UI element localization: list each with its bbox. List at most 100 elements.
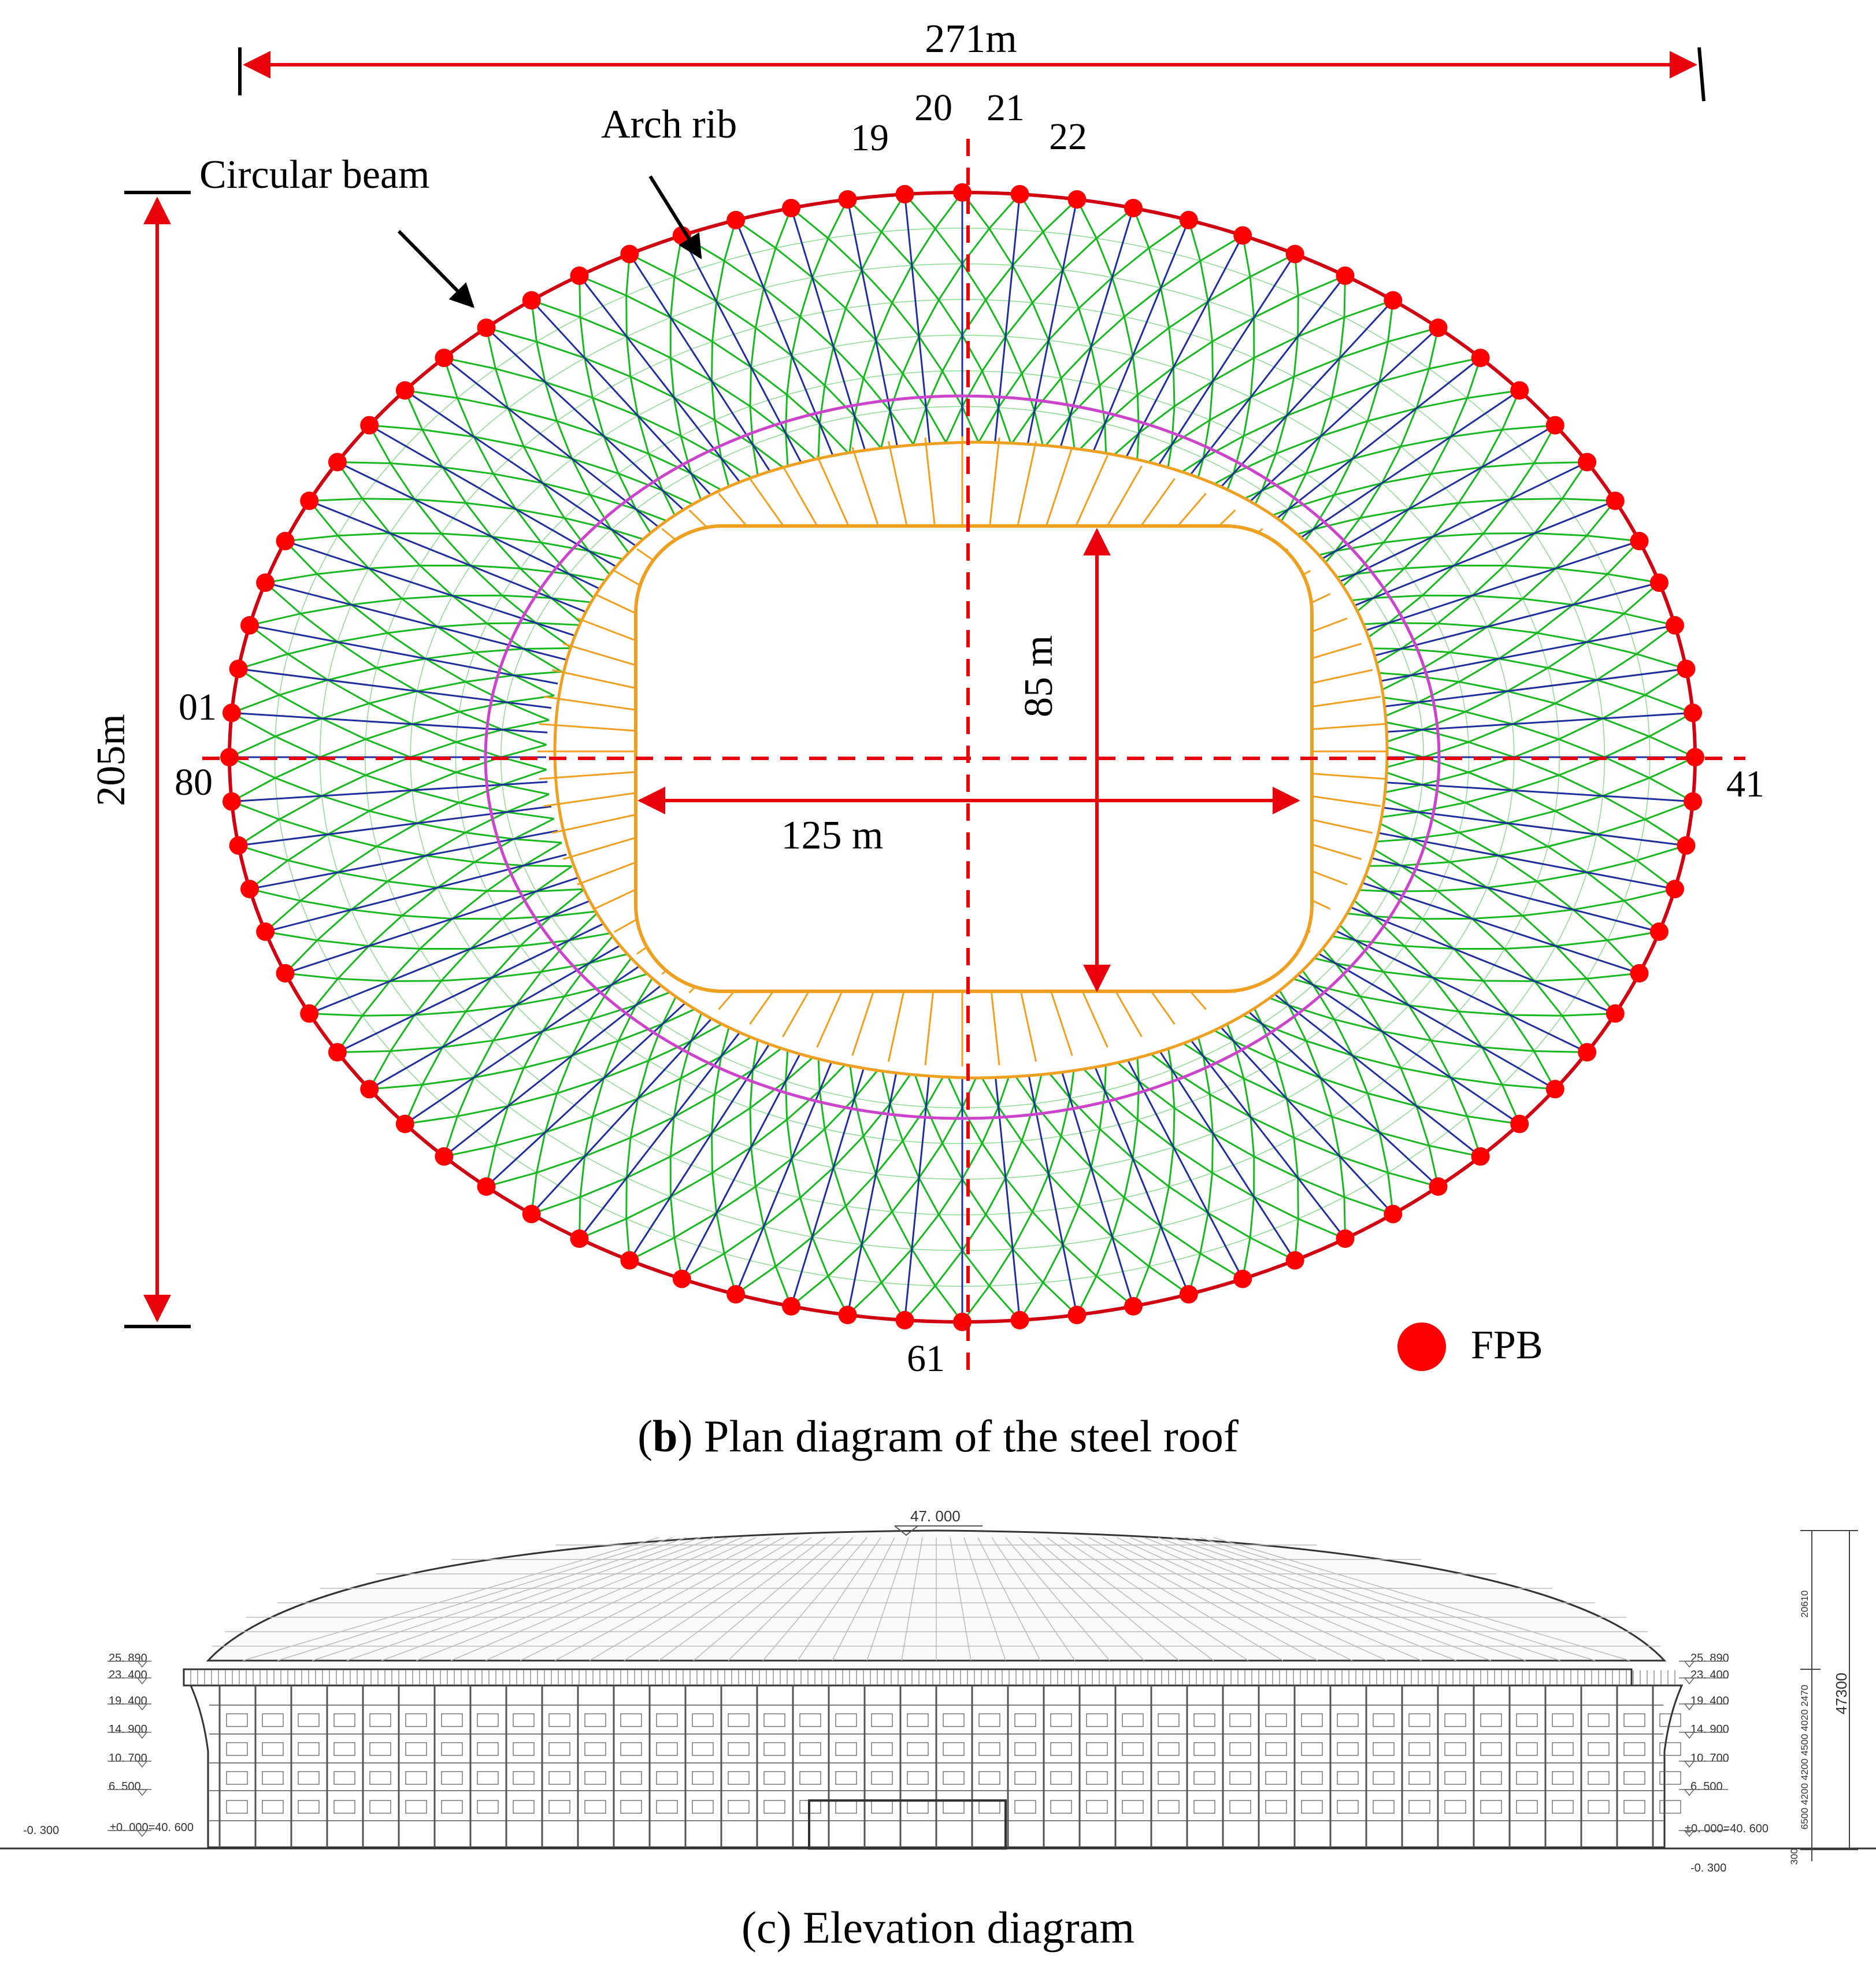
fpb-bearing <box>435 349 454 368</box>
caption-plan-text: ) Plan diagram of the steel roof <box>677 1411 1239 1461</box>
below-left: -0. 300 <box>23 1824 59 1837</box>
fpb-bearing <box>395 1114 414 1133</box>
elevation-diagram: 47. 000 25. 890 23. 400 19. 400 14. 900 … <box>0 1507 1876 1874</box>
arch-ribs <box>229 192 1695 1322</box>
levels-right: 25. 890 23. 400 19. 400 14. 900 10. 700 … <box>1679 1652 1769 1874</box>
fpb-bearing <box>1630 964 1649 983</box>
axis-number-61: 61 <box>907 1338 945 1380</box>
fpb-bearing <box>300 1004 319 1023</box>
below-right: -0. 300 <box>1690 1862 1726 1874</box>
fpb-bearing <box>328 453 347 472</box>
fpb-bearing <box>1677 660 1696 679</box>
axis-number-01: 01 <box>179 686 217 728</box>
fpb-bearing <box>838 1306 857 1324</box>
stack-segments-label: 6500 4200 4200 4500 4020 2470 <box>1799 1685 1810 1830</box>
fpb-bearing <box>1606 491 1625 510</box>
circular-beam-label: Circular beam <box>199 153 429 197</box>
opening-depth-dimension: 85 m <box>1017 528 1111 992</box>
apex-level-label: 47. 000 <box>910 1507 961 1525</box>
fpb-bearing <box>1429 318 1448 338</box>
roof-segment-label: 20610 <box>1799 1590 1810 1617</box>
fpb-bearing <box>570 266 589 285</box>
fpb-bearing <box>360 1080 379 1099</box>
height-dimension-chain: 47300 20610 6500 4200 4200 4500 4020 247… <box>1789 1530 1858 1865</box>
roof-dome <box>206 1529 1667 1662</box>
fpb-bearing <box>1010 185 1029 203</box>
arch-rib-label: Arch rib <box>601 102 737 147</box>
ground-right: ±0. 000=40. 600 <box>1685 1822 1769 1835</box>
building-facade <box>0 1668 1876 1850</box>
fpb-bearing <box>1124 199 1143 217</box>
fpb-bearings <box>220 183 1704 1331</box>
fpb-bearing <box>240 616 259 635</box>
fpb-bearing <box>1179 1285 1198 1304</box>
fpb-bearing <box>1649 922 1669 941</box>
fpb-bearing <box>1384 1205 1403 1224</box>
fpb-bearing <box>1666 880 1684 899</box>
fpb-bearing <box>1666 616 1684 635</box>
caption-elevation: (c) Elevation diagram <box>741 1902 1135 1953</box>
depth-label: 205m <box>89 714 134 806</box>
fpb-bearing <box>220 748 239 766</box>
axis-number-80: 80 <box>175 761 213 803</box>
caption-plan-letter: b <box>652 1411 678 1461</box>
legend: FPB <box>1397 1322 1543 1371</box>
axis-number-20: 20 <box>914 87 952 129</box>
opening-width-dimension: 125 m <box>637 787 1300 858</box>
level-right-2: 19. 400 <box>1690 1695 1729 1707</box>
level-right-5: 6. 500 <box>1690 1780 1723 1793</box>
fpb-bearing <box>838 190 857 209</box>
width-label: 271m <box>925 17 1017 61</box>
fpb-bearing <box>1429 1177 1448 1196</box>
fpb-bearing <box>726 210 746 229</box>
fpb-bearing <box>276 532 295 551</box>
fpb-bearing <box>620 1251 639 1270</box>
fpb-bearing <box>1545 1080 1564 1099</box>
fpb-bearing <box>1336 1229 1355 1248</box>
fpb-bearing <box>395 381 414 400</box>
level-left-0: 25. 890 <box>109 1652 147 1665</box>
level-left-2: 19. 400 <box>109 1695 147 1707</box>
fpb-bearing <box>895 1311 914 1329</box>
legend-fpb-marker <box>1397 1322 1446 1371</box>
fpb-bearing <box>1578 453 1597 472</box>
fpb-bearing <box>222 792 241 811</box>
fpb-bearing <box>276 964 295 983</box>
fpb-bearing <box>1545 416 1564 435</box>
fpb-bearing <box>570 1229 589 1248</box>
fpb-bearing <box>360 416 379 435</box>
fpb-bearing <box>222 703 241 723</box>
fpb-bearing <box>1677 836 1696 855</box>
fpb-bearing <box>240 880 259 899</box>
levels-left: 25. 890 23. 400 19. 400 14. 900 10. 700 … <box>23 1652 194 1837</box>
fpb-bearing <box>1684 792 1703 811</box>
caption-plan: (b) Plan diagram of the steel roof <box>637 1411 1239 1461</box>
inner-opening-structure <box>537 436 1389 1080</box>
ground-left: ±0. 000=40. 600 <box>110 1821 194 1834</box>
fpb-bearing <box>1124 1297 1143 1316</box>
fpb-bearing <box>435 1147 454 1166</box>
fpb-bearing <box>1510 1114 1529 1133</box>
fpb-bearing <box>522 1205 541 1224</box>
fpb-bearing <box>477 1177 496 1196</box>
fpb-bearing <box>522 291 541 310</box>
level-left-5: 6. 500 <box>109 1780 141 1793</box>
fpb-bearing <box>672 1269 691 1288</box>
fpb-bearing <box>1630 532 1649 551</box>
fpb-bearing <box>782 199 800 217</box>
fpb-bearing <box>477 318 496 338</box>
fpb-bearing <box>229 836 248 855</box>
total-height-label: 47300 <box>1833 1673 1850 1714</box>
level-right-0: 25. 890 <box>1690 1652 1729 1665</box>
fpb-bearing <box>229 660 248 679</box>
fpb-bearing <box>1578 1043 1597 1062</box>
fpb-bearing <box>300 491 319 510</box>
fpb-bearing <box>1471 1147 1490 1166</box>
fpb-bearing <box>1067 1306 1087 1324</box>
fpb-bearing <box>1510 381 1529 400</box>
width-dimension: 271m <box>238 17 1706 102</box>
caption-elevation-letter: c <box>756 1902 777 1953</box>
fpb-bearing <box>1471 349 1490 368</box>
fpb-bearing <box>1686 748 1704 766</box>
fpb-bearing <box>1684 703 1703 723</box>
